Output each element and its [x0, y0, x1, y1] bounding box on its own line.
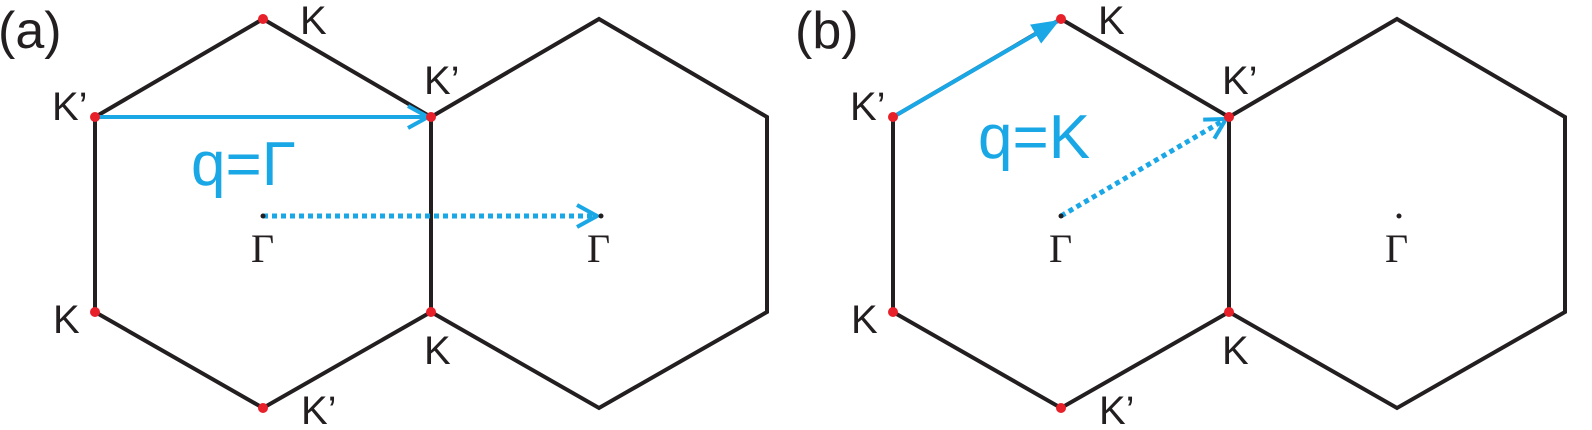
vertex-k-lower-left — [888, 307, 898, 317]
vertex-k-prime-upper-left — [888, 112, 898, 122]
panel-a-tag: (a) — [0, 2, 62, 60]
label-shared-upper: K’ — [1222, 59, 1258, 103]
panel-b-tag: (b) — [795, 2, 859, 60]
label-top: K — [300, 0, 327, 43]
q-label-a: q=Γ — [191, 130, 296, 199]
label-center-left: Γ — [1049, 226, 1072, 271]
label-shared-upper: K’ — [424, 59, 460, 103]
label-shared-lower: K — [424, 329, 451, 373]
vertex-k-prime-bottom — [258, 403, 268, 413]
hexagon-right-b — [1227, 16, 1567, 411]
gamma-point-left — [260, 213, 266, 219]
label-top: K — [1098, 0, 1125, 43]
gamma-point-left — [1058, 213, 1064, 219]
vertex-k-top — [258, 14, 268, 24]
label-upper-left: K’ — [52, 85, 88, 129]
panel-a: (a) K K’ K’ K K K’ Γ Γ q=Γ — [0, 0, 769, 430]
vertex-k-prime-bottom — [1056, 403, 1066, 413]
label-bottom: K’ — [301, 389, 337, 430]
gamma-point-right — [1396, 213, 1402, 219]
label-bottom: K’ — [1099, 389, 1135, 430]
label-upper-left: K’ — [850, 85, 886, 129]
vertex-k-shared-lower — [1224, 307, 1234, 317]
vertex-k-top — [1056, 14, 1066, 24]
vertex-k-prime-upper-left — [90, 112, 100, 122]
vertex-k-lower-left — [90, 307, 100, 317]
label-center-right: Γ — [587, 226, 610, 271]
q-label-b: q=K — [978, 103, 1090, 172]
vertex-k-prime-shared-upper — [1224, 112, 1234, 122]
vertex-k-prime-shared-upper — [426, 112, 436, 122]
label-shared-lower: K — [1222, 329, 1249, 373]
gamma-to-kprime-dotted-arrow — [1059, 116, 1226, 219]
vertex-k-shared-lower — [426, 307, 436, 317]
q-k-arrow — [891, 19, 1060, 119]
label-lower-left: K — [53, 298, 80, 342]
label-lower-left: K — [851, 298, 878, 342]
label-center-right: Γ — [1385, 226, 1408, 271]
label-center-left: Γ — [251, 226, 274, 271]
gamma-point-right — [598, 213, 604, 219]
panel-b: (b) K K’ K’ K K K’ Γ Γ q=K — [795, 0, 1567, 430]
